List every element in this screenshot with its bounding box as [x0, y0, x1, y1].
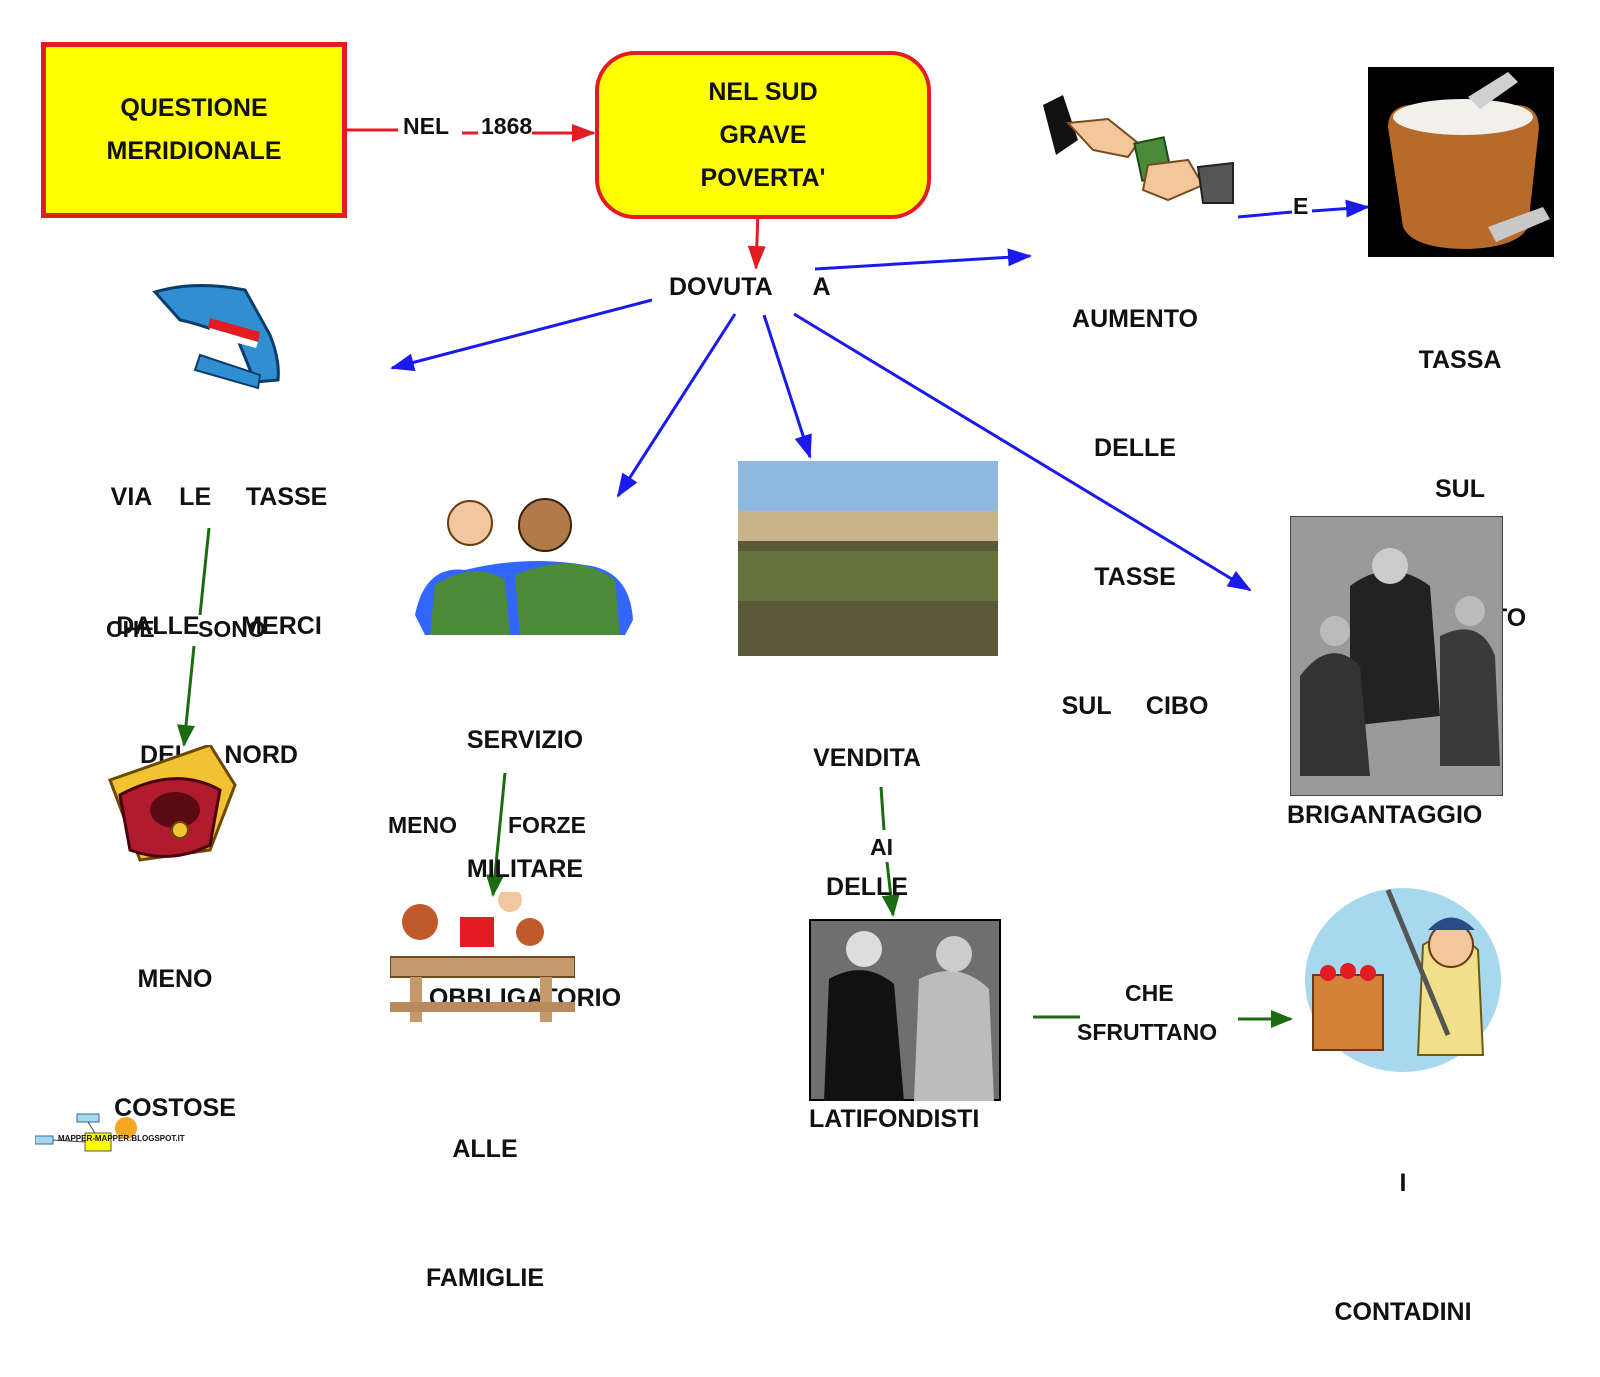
vendita-line-2: DELLE — [826, 873, 908, 901]
connectors — [177, 124, 1370, 1028]
edge-dovuta-via — [390, 298, 653, 372]
title-box: QUESTIONE MERIDIONALE — [41, 42, 347, 218]
latifondisti-label: LATIFONDISTI — [809, 1105, 980, 1133]
famiglie-line-1: ALLE — [452, 1135, 518, 1163]
edge-label-che: CHE — [106, 616, 155, 642]
hat-icon — [108, 745, 237, 862]
poverty-box: NEL SUD GRAVE POVERTA' — [595, 51, 931, 219]
famiglie-line-2: FAMIGLIE — [425, 1264, 545, 1292]
farmer-icon — [1305, 888, 1501, 1072]
edge-label-ai: AI — [870, 834, 893, 860]
title-line-2: MERIDIONALE — [106, 137, 282, 165]
brigantaggio-label: BRIGANTAGGIO — [1287, 801, 1483, 829]
edge-dovuta-taxes — [814, 248, 1032, 271]
edge-poverty-dovuta — [747, 211, 766, 270]
mapper-logo-icon — [35, 1113, 137, 1152]
edge-taxes-macinato-a — [1237, 210, 1293, 219]
poverty-line-2: GRAVE — [719, 120, 807, 149]
edge-label-year: 1868 — [481, 113, 533, 139]
taxes-line-3: TASSE — [1094, 563, 1176, 591]
brigands-photo — [1290, 516, 1503, 796]
flour-sack-icon — [1368, 67, 1554, 257]
taxes-node: AUMENTO DELLE TASSE SUL CIBO — [1040, 212, 1230, 771]
edge-vendita-latifondisti-a — [879, 786, 886, 831]
taxes-line-1: AUMENTO — [1072, 305, 1198, 333]
edge-via-costose-a — [198, 527, 211, 616]
servizio-line-2: MILITARE — [466, 855, 584, 883]
meno-costose-line-1: MENO — [137, 965, 213, 993]
edge-label-sono: SONO — [198, 616, 266, 642]
edge-label-e: E — [1293, 193, 1309, 219]
contadini-line-2: CONTADINI — [1334, 1298, 1472, 1326]
edge-servizio-famiglie — [486, 772, 507, 897]
family-picnic-icon — [390, 892, 575, 1022]
field-photo — [738, 461, 998, 656]
edge-label-forze: FORZE — [508, 812, 586, 838]
meno-costose-node: MENO COSTOSE — [95, 872, 255, 1173]
scarf-icon — [152, 284, 280, 390]
edge-label-sfruttano: SFRUTTANO — [1077, 1019, 1218, 1045]
edge-label-meno: MENO — [388, 812, 457, 838]
poverty-line-3: POVERTA' — [700, 163, 826, 192]
contadini-line-1: I — [1399, 1169, 1407, 1197]
edge-via-costose-b — [177, 645, 196, 747]
via-tasse-node: VIA LE TASSE DALLE MERCI DEL NORD — [84, 390, 354, 820]
famiglie-node: ALLE FAMIGLIE — [405, 1042, 565, 1343]
taxes-line-2: DELLE — [1094, 434, 1176, 462]
macinato-line-1: TASSA — [1418, 346, 1502, 374]
edge-label-nel: NEL — [403, 113, 449, 139]
landowners-photo — [809, 919, 1001, 1101]
poverty-line-1: NEL SUD — [708, 77, 818, 106]
dovuta-label: DOVUTA A — [669, 273, 831, 301]
meno-costose-line-2: COSTOSE — [114, 1094, 236, 1122]
edge-dovuta-servizio — [616, 313, 737, 498]
via-tasse-line-2: DALLE MERCI — [116, 612, 322, 640]
macinato-line-2: SUL — [1435, 475, 1485, 503]
title-line-1: QUESTIONE — [120, 94, 268, 122]
vendita-line-1: VENDITA — [813, 744, 921, 772]
edge-vendita-latifondisti-b — [881, 861, 900, 917]
servizio-line-1: SERVIZIO — [466, 726, 584, 754]
edge-dovuta-brigantaggio — [793, 312, 1252, 592]
edge-dovuta-vendita — [762, 314, 812, 459]
via-tasse-line-1: VIA LE TASSE — [110, 483, 328, 511]
soldiers-icon — [415, 498, 633, 635]
taxes-line-4: SUL CIBO — [1061, 692, 1209, 720]
edge-taxes-macinato-b — [1311, 199, 1370, 218]
contadini-node: I CONTADINI — [1318, 1076, 1488, 1377]
money-handshake-icon — [1043, 95, 1234, 204]
edge-label-che2: CHE — [1125, 980, 1174, 1006]
watermark-text: MAPPER-MAPPER.BLOGSPOT.IT — [58, 1134, 185, 1143]
